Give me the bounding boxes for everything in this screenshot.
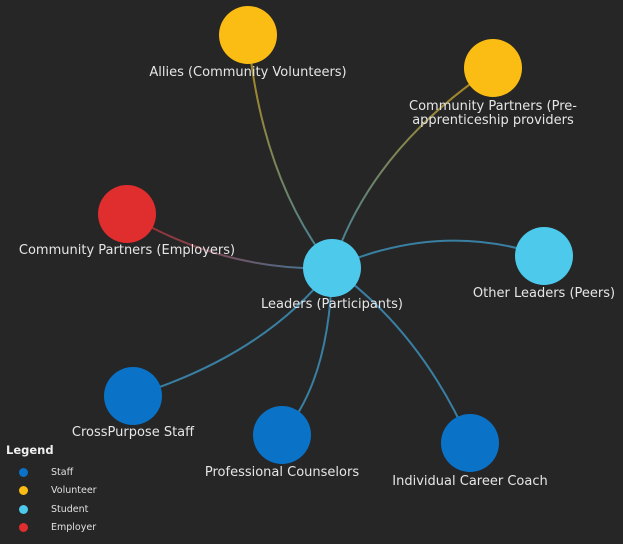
node-label-coach: Individual Career Coach xyxy=(392,474,547,489)
node-label-counselors: Professional Counselors xyxy=(205,465,359,480)
node-counselors[interactable] xyxy=(253,406,311,464)
node-other_leaders[interactable] xyxy=(515,227,573,285)
edge-leaders-coach xyxy=(331,267,471,444)
node-partners_emp[interactable] xyxy=(98,185,156,243)
legend-swatch-student xyxy=(19,504,28,514)
node-label-crosspurpose: CrossPurpose Staff xyxy=(72,425,195,440)
legend-swatch-staff xyxy=(19,467,28,477)
node-label-leaders: Leaders (Participants) xyxy=(261,297,403,312)
node-allies[interactable] xyxy=(219,6,277,64)
node-partners_pre[interactable] xyxy=(464,39,522,97)
nodes-layer xyxy=(98,6,573,472)
node-crosspurpose[interactable] xyxy=(104,367,162,425)
legend: Legend Staff Volunteer Student Employer xyxy=(6,443,146,537)
legend-item-staff: Staff xyxy=(6,463,146,482)
node-label-other_leaders: Other Leaders (Peers) xyxy=(473,286,615,301)
labels-layer: Leaders (Participants) Allies (Community … xyxy=(19,65,615,489)
edge-leaders-crosspurpose xyxy=(132,267,333,397)
legend-title: Legend xyxy=(6,443,54,457)
legend-item-employer: Employer xyxy=(6,519,146,538)
node-label-partners_pre-line-2: apprenticeship providers xyxy=(412,113,574,128)
node-label-partners_emp: Community Partners (Employers) xyxy=(19,243,235,258)
legend-label-volunteer: Volunteer xyxy=(51,485,97,497)
legend-swatch-employer xyxy=(19,523,28,533)
node-coach[interactable] xyxy=(441,414,499,472)
legend-label-staff: Staff xyxy=(51,466,74,478)
legend-item-volunteer: Volunteer xyxy=(6,482,146,501)
legend-swatch-volunteer xyxy=(19,486,28,496)
node-label-partners_pre-line-1: Community Partners (Pre- xyxy=(409,99,577,114)
legend-label-employer: Employer xyxy=(51,522,97,534)
edges-layer xyxy=(126,34,545,444)
node-leaders[interactable] xyxy=(303,239,361,297)
edge-leaders-partners_pre xyxy=(331,67,494,269)
legend-label-student: Student xyxy=(51,503,89,515)
node-label-allies: Allies (Community Volunteers) xyxy=(149,65,346,80)
legend-item-student: Student xyxy=(6,500,146,519)
edge-leaders-other_leaders xyxy=(331,239,545,269)
